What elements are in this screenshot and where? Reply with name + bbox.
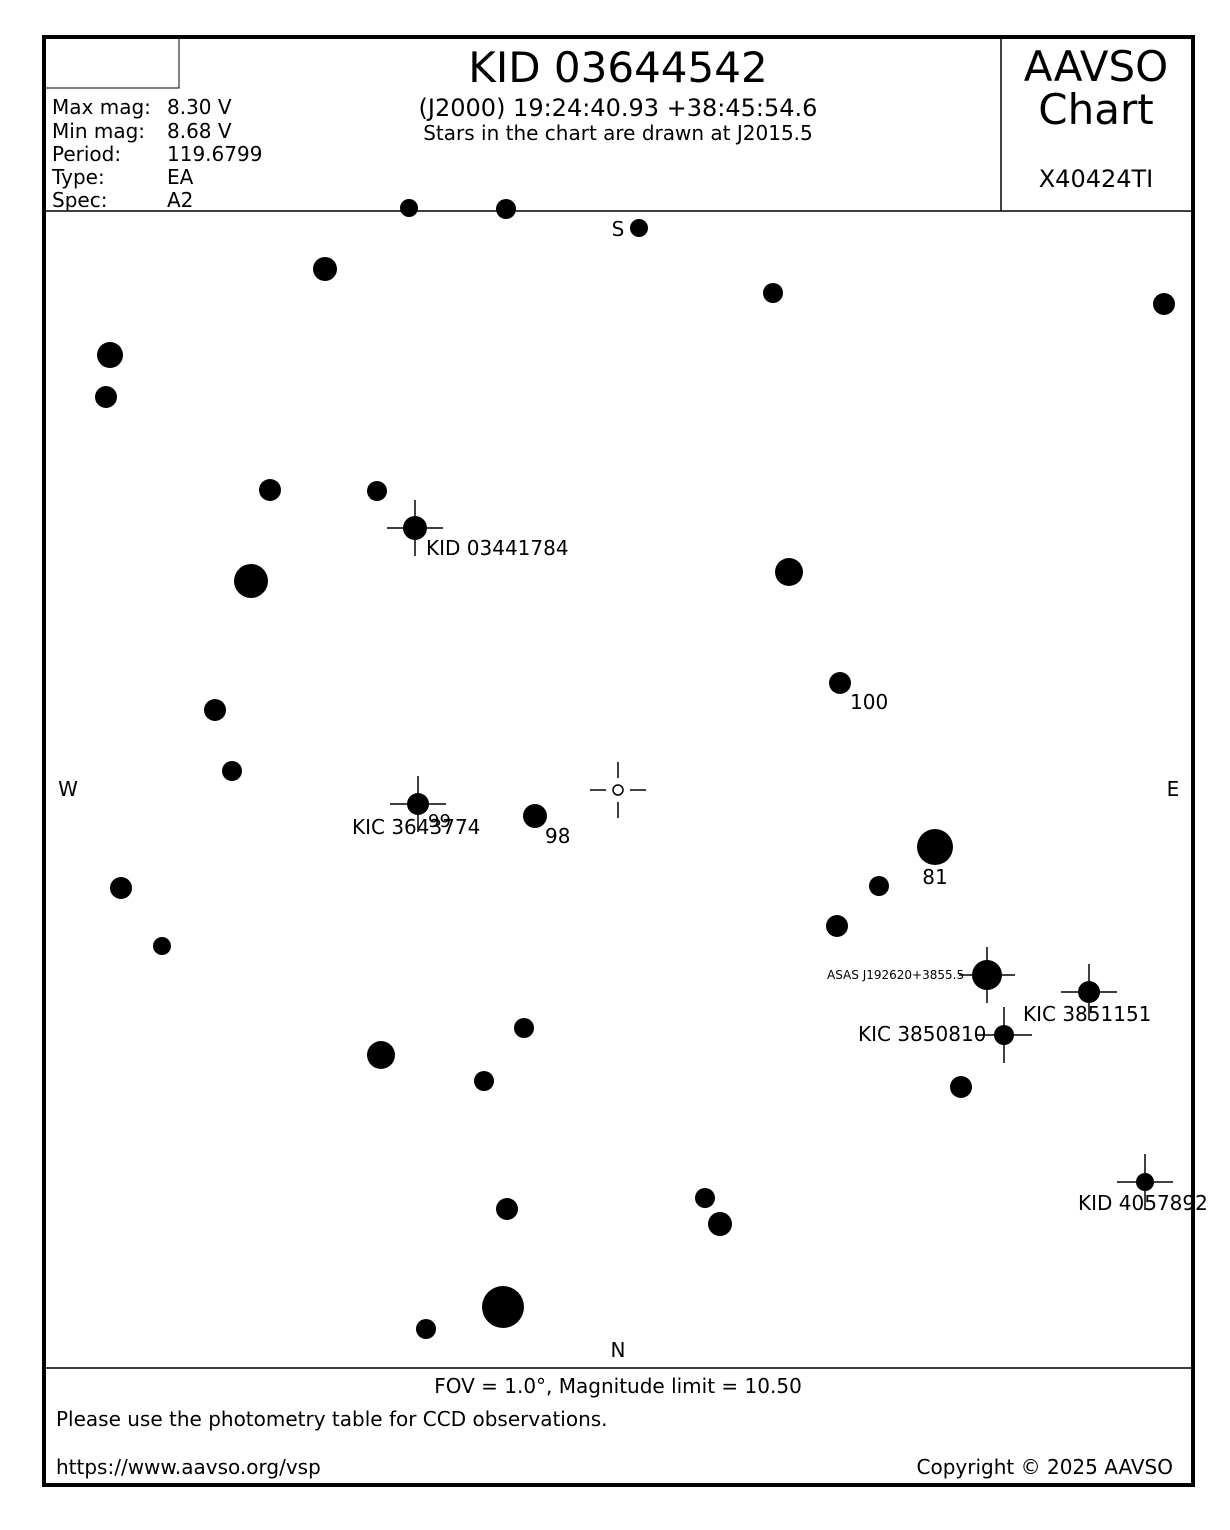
comparison-label-98: 98: [545, 824, 570, 848]
copyright-note: Copyright © 2025 AAVSO: [917, 1455, 1173, 1479]
variable-star-kid-03441784: KID 03441784: [387, 500, 569, 560]
field-star: [367, 481, 387, 501]
variable-label: KID 03441784: [426, 536, 569, 560]
variable-star-kid-4057892: KID 4057892: [1078, 1154, 1208, 1215]
compass-east: E: [1167, 777, 1180, 801]
star-info-table: Max mag: 8.30 V Min mag: 8.68 V Period: …: [51, 95, 262, 212]
field-star: [110, 877, 132, 899]
variable-label: KIC 3851151: [1023, 1002, 1151, 1026]
field-star: [763, 283, 783, 303]
info-label-spec: Spec:: [52, 188, 107, 212]
epoch-note: Stars in the chart are drawn at J2015.5: [423, 121, 813, 145]
info-value-min-mag: 8.68 V: [167, 119, 232, 143]
field-star: [234, 564, 268, 598]
variable-label: KIC 3643774: [352, 815, 480, 839]
target-star: [612, 784, 624, 796]
field-star: [204, 699, 226, 721]
field-star: [313, 257, 337, 281]
field-star: [514, 1018, 534, 1038]
variable-star-kic-3850810: KIC 3850810: [858, 1007, 1032, 1063]
field-star: [416, 1319, 436, 1339]
comparison-star-100: [829, 672, 851, 694]
blank-corner-box: [43, 36, 180, 89]
chart-id: X40424TI: [1039, 165, 1154, 193]
variable-star-asas-j192620: ASAS J192620+3855.5: [827, 947, 1015, 1003]
field-star: [259, 479, 281, 501]
field-star: [482, 1286, 524, 1328]
info-label-period: Period:: [52, 142, 121, 166]
chart-coordinates: (J2000) 19:24:40.93 +38:45:54.6: [419, 94, 818, 122]
field-star: [97, 342, 123, 368]
field-star: [826, 915, 848, 937]
brand-aavso: AAVSO: [1024, 42, 1168, 91]
comparison-star-98: [523, 804, 547, 828]
variable-star-kic-3851151: KIC 3851151: [1023, 964, 1151, 1026]
fov-note: FOV = 1.0°, Magnitude limit = 10.50: [434, 1374, 802, 1398]
field-star: [496, 1198, 518, 1220]
field-star: [775, 558, 803, 586]
aavso-url-link[interactable]: https://www.aavso.org/vsp: [56, 1455, 321, 1479]
variable-label: KIC 3850810: [858, 1022, 986, 1046]
variable-label: ASAS J192620+3855.5: [827, 968, 964, 982]
compass-north: N: [611, 1338, 626, 1362]
field-stars: [95, 199, 1175, 1339]
comparison-label-100: 100: [850, 690, 888, 714]
info-value-period: 119.6799: [167, 142, 262, 166]
brand-chart: Chart: [1038, 85, 1153, 134]
variable-star-kic-3643774: KIC 3643774 99: [352, 776, 480, 839]
field-star: [950, 1076, 972, 1098]
field-star: [496, 199, 516, 219]
field-star: [695, 1188, 715, 1208]
target-star-marker: [590, 762, 646, 818]
field-star: [367, 1041, 395, 1069]
info-label-type: Type:: [51, 165, 105, 189]
field-star: [222, 761, 242, 781]
field-star: [474, 1071, 494, 1091]
field-star: [708, 1212, 732, 1236]
field-star: [1153, 293, 1175, 315]
info-value-spec: A2: [167, 188, 193, 212]
comparison-stars: 100 98 81: [523, 672, 953, 889]
info-value-max-mag: 8.30 V: [167, 95, 232, 119]
field-star: [869, 876, 889, 896]
ccd-note: Please use the photometry table for CCD …: [56, 1407, 608, 1431]
field-star: [153, 937, 171, 955]
comparison-star-81: [917, 829, 953, 865]
comparison-label-81: 81: [922, 865, 947, 889]
info-value-type: EA: [167, 165, 194, 189]
comparison-label-99: 99: [428, 811, 451, 832]
chart-frame: [42, 35, 1195, 1487]
info-label-max-mag: Max mag:: [52, 95, 151, 119]
info-label-min-mag: Min mag:: [52, 119, 145, 143]
variable-label: KID 4057892: [1078, 1191, 1208, 1215]
compass-south: S: [612, 217, 625, 241]
field-star: [630, 219, 648, 237]
compass-west: W: [58, 777, 78, 801]
field-star: [95, 386, 117, 408]
chart-title: KID 03644542: [468, 43, 767, 92]
field-star: [400, 199, 418, 217]
